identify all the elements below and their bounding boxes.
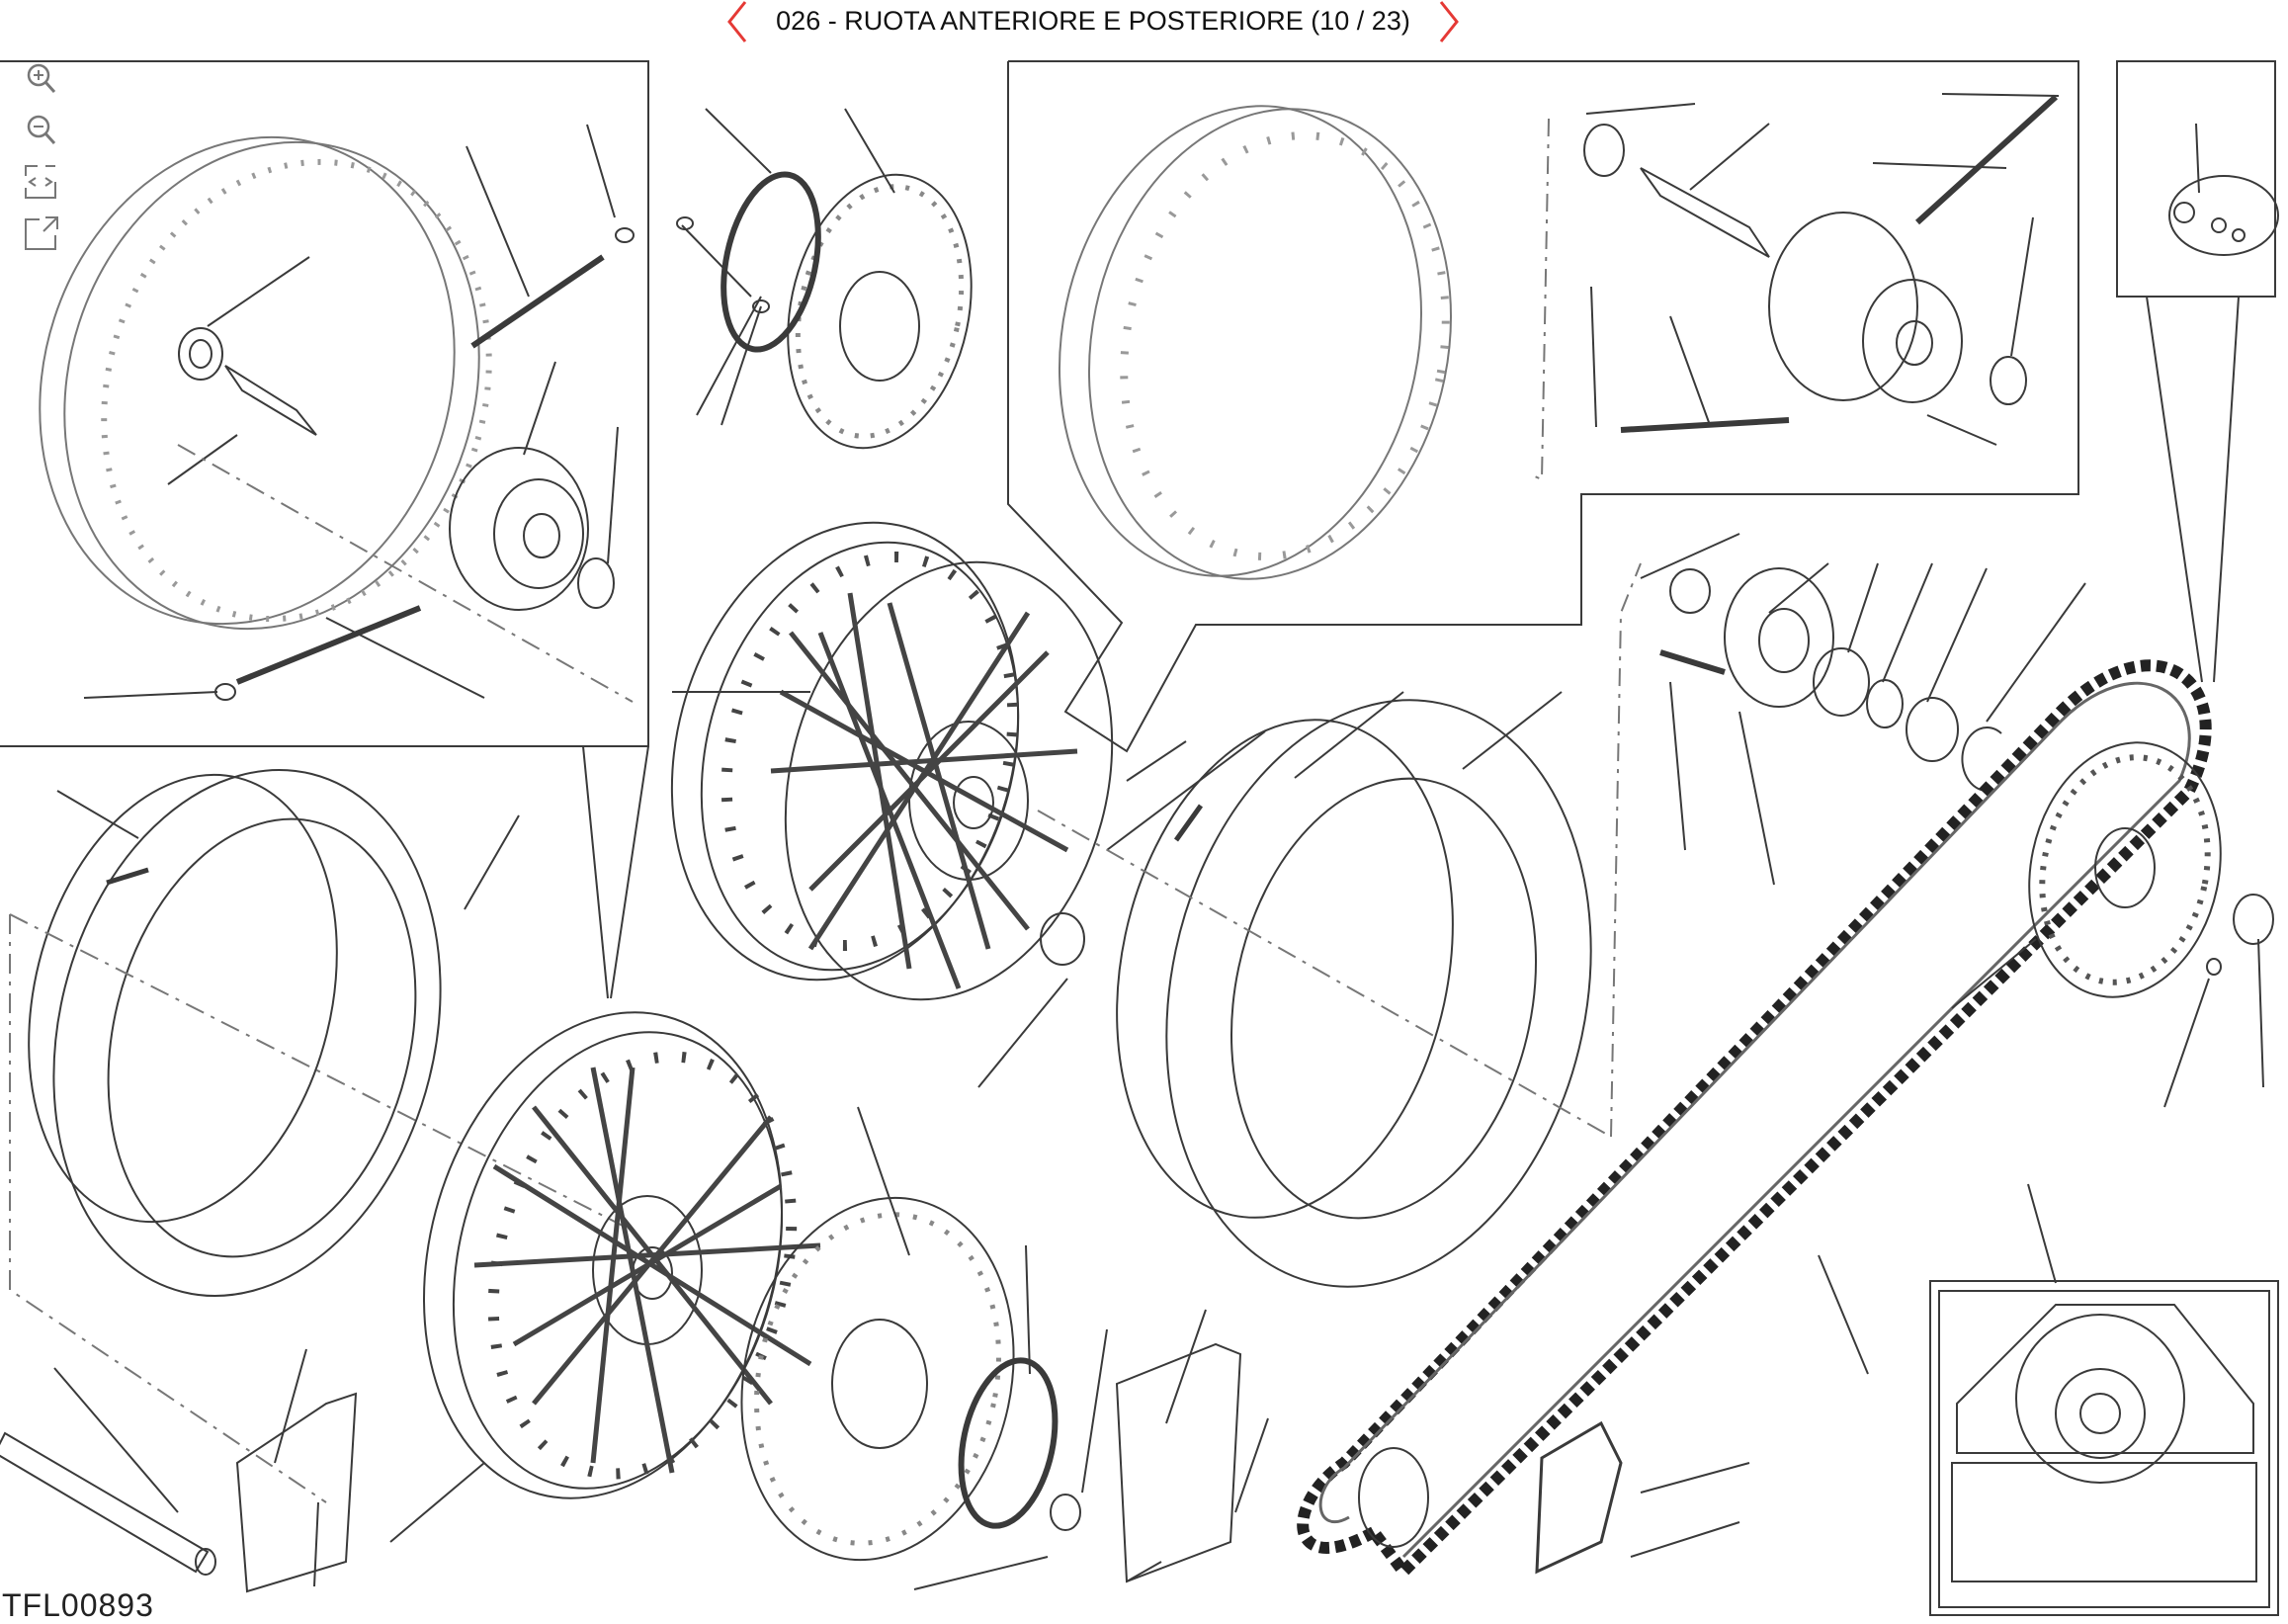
diagram-code: TFL00893 — [2, 1587, 154, 1623]
fit-screen-icon[interactable] — [22, 162, 61, 204]
diagram-title-bar: 026 - RUOTA ANTERIORE E POSTERIORE (10 /… — [721, 0, 1465, 43]
rear-wheel — [670, 521, 1266, 1088]
front-tyre — [9, 769, 624, 1503]
inset-rear-hub — [1007, 60, 2079, 753]
drive-chain — [1297, 659, 2274, 1581]
zoom-in-icon[interactable] — [22, 59, 61, 101]
rear-tyre — [1037, 562, 1642, 1288]
sprocket-carrier — [1640, 533, 2086, 886]
front-wheel — [389, 1011, 821, 1543]
inset-front-hub — [0, 60, 649, 999]
fullscreen-icon[interactable] — [22, 214, 61, 255]
zoom-toolbar — [22, 59, 65, 265]
rear-brake-disc — [676, 108, 973, 450]
zoom-out-icon[interactable] — [22, 111, 61, 152]
page-title: 026 - RUOTA ANTERIORE E POSTERIORE (10 /… — [776, 6, 1410, 36]
front-brake-disc — [740, 1106, 1162, 1590]
inset-sprocket-cover — [1929, 1183, 2279, 1616]
fork-and-axle — [0, 1309, 1269, 1593]
chevron-left-icon[interactable] — [721, 0, 751, 43]
chevron-right-icon[interactable] — [1435, 0, 1465, 43]
inset-small-part — [2116, 60, 2279, 683]
